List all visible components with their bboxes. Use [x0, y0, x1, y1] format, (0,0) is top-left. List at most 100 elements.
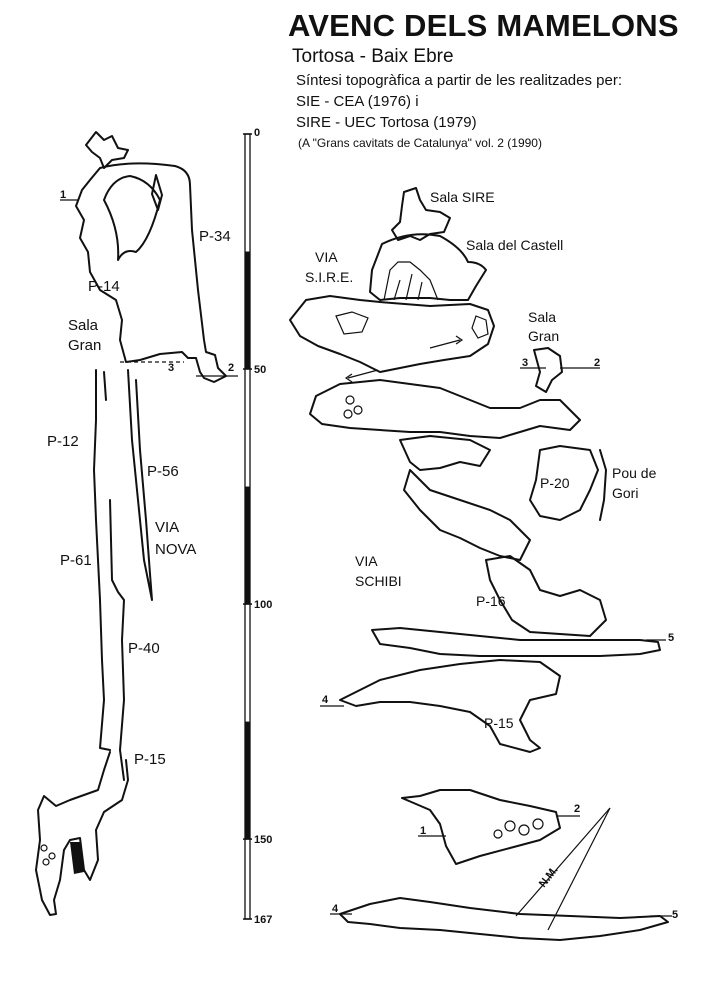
plan-entrance-4: 4 [332, 903, 339, 915]
section-label-pou-de: Pou de [612, 465, 657, 481]
plan-boulder [532, 818, 544, 830]
profile-label-p12: P-12 [47, 433, 79, 450]
profile-label-p40: P-40 [128, 640, 160, 657]
section-entrance-4: 4 [322, 694, 329, 706]
section-boulder [345, 395, 355, 405]
section-castell-rock [383, 261, 439, 301]
section-boulder-outline [471, 315, 489, 339]
vertical-profile: P-34 P-14 Sala Gran P-12 P-56 VIA NOVA P… [35, 131, 238, 916]
profile-label-nova: NOVA [155, 541, 196, 558]
plan-view: N.M. 1 2 4 5 [330, 789, 678, 941]
section-connecting-passage [309, 379, 581, 439]
section-label-p15: P-15 [484, 715, 514, 731]
profile-upper-chamber [75, 162, 227, 383]
section-arrow-head [344, 373, 353, 383]
credits-sire-uec: SIRE - UEC Tortosa (1979) [296, 114, 477, 131]
section-entrance-2: 2 [594, 357, 600, 369]
section-gallery-upper [399, 435, 491, 471]
section-label-sala-castell: Sala del Castell [466, 237, 563, 253]
profile-lower-section [35, 751, 129, 916]
profile-label-p34: P-34 [199, 228, 231, 245]
depth-scale-tick-label: 50 [254, 364, 266, 376]
profile-entrance-outline [85, 131, 129, 169]
plan-lower-passage [339, 897, 669, 941]
section-pou-gori [599, 449, 607, 521]
section-label-via-schibi: VIA [355, 553, 378, 569]
section-boulder [343, 409, 353, 419]
profile-inner-pillar [103, 175, 161, 261]
plan-entrance-1: 1 [420, 825, 426, 837]
depth-scale-tick-label: 150 [254, 834, 272, 846]
credits-intro: Síntesi topogràfica a partir de les real… [296, 72, 623, 89]
plan-entrance-2: 2 [574, 803, 580, 815]
section-p16-chamber [485, 555, 607, 637]
profile-label-p14: P-14 [88, 278, 120, 295]
profile-entrance-1: 1 [60, 189, 66, 201]
section-gallery-schibi [403, 469, 531, 561]
depth-scale-ticks: 0 50 100 150 167 [243, 127, 272, 926]
profile-boulder [48, 852, 56, 860]
depth-scale-black-segment [245, 721, 250, 840]
section-arrow-line [347, 369, 379, 379]
plan-upper-outline [401, 789, 561, 865]
section-sala-gran [533, 347, 563, 393]
profile-dark-stalactite [151, 174, 163, 211]
page-subtitle: Tortosa - Baix Ebre [292, 46, 454, 67]
depth-scale-black-segments [245, 251, 250, 840]
plan-entrance-5: 5 [672, 909, 678, 921]
section-label-schibi: SCHIBI [355, 573, 402, 589]
section-entrance-5: 5 [668, 632, 674, 644]
plan-boulder [518, 824, 530, 836]
profile-label-gran: Gran [68, 337, 101, 354]
section-p20-shaft [529, 445, 599, 521]
section-entrance-3: 3 [522, 357, 528, 369]
credits-source: (A "Grans cavitats de Catalunya" vol. 2 … [298, 136, 542, 150]
profile-bottom-stalagmite [70, 842, 84, 874]
depth-scale-tick-label: 100 [254, 599, 272, 611]
section-label-gori: Gori [612, 485, 638, 501]
section-label-p16: P-16 [476, 593, 506, 609]
profile-label-p15: P-15 [134, 751, 166, 768]
profile-label-sala: Sala [68, 317, 99, 334]
section-label-via: VIA [315, 249, 338, 265]
depth-scale-black-segment [245, 251, 250, 370]
section-middle-chamber [289, 295, 495, 373]
depth-scale-tick-label: 0 [254, 127, 260, 139]
profile-via-nova-shaft [127, 369, 153, 601]
section-lower-level4 [339, 659, 561, 753]
profile-shaft-right-wall [109, 499, 125, 781]
profile-boulder [40, 844, 48, 852]
section-label-gran: Gran [528, 328, 559, 344]
section-boulder [353, 405, 363, 415]
section-arrow-line [429, 339, 461, 349]
section-label-p20: P-20 [540, 475, 570, 491]
section-arrow-head [455, 335, 464, 345]
profile-entrance-3: 3 [168, 362, 174, 374]
depth-scale-black-segment [245, 486, 250, 605]
section-castell-hatching [393, 273, 423, 301]
plan-north-line [547, 807, 611, 931]
profile-entrance-2: 2 [228, 362, 234, 374]
profile-shaft-left-wall [93, 369, 111, 751]
depth-scale: 0 50 100 150 167 [243, 127, 272, 926]
plan-boulder [504, 820, 516, 832]
depth-scale-tick-label: 167 [254, 914, 272, 926]
section-label-sala: Sala [528, 309, 556, 325]
profile-boulder [42, 858, 50, 866]
page-title: AVENC DELS MAMELONS [288, 8, 679, 43]
section-level5-passage [371, 627, 661, 657]
credits-sie-cea: SIE - CEA (1976) i [296, 93, 419, 110]
plan-north-line [515, 807, 611, 917]
section-sala-castell [369, 233, 487, 301]
section-label-sire: S.I.R.E. [305, 269, 353, 285]
section-label-sala-sire: Sala SIRE [430, 189, 495, 205]
profile-label-via: VIA [155, 519, 179, 536]
developed-section: Sala SIRE Sala del Castell VIA S.I.R.E. … [289, 187, 674, 753]
plan-boulder [493, 829, 503, 839]
section-boulder-outline [335, 311, 369, 335]
profile-label-p56: P-56 [147, 463, 179, 480]
profile-label-p61: P-61 [60, 552, 92, 569]
profile-shaft-left-inner [103, 371, 107, 401]
